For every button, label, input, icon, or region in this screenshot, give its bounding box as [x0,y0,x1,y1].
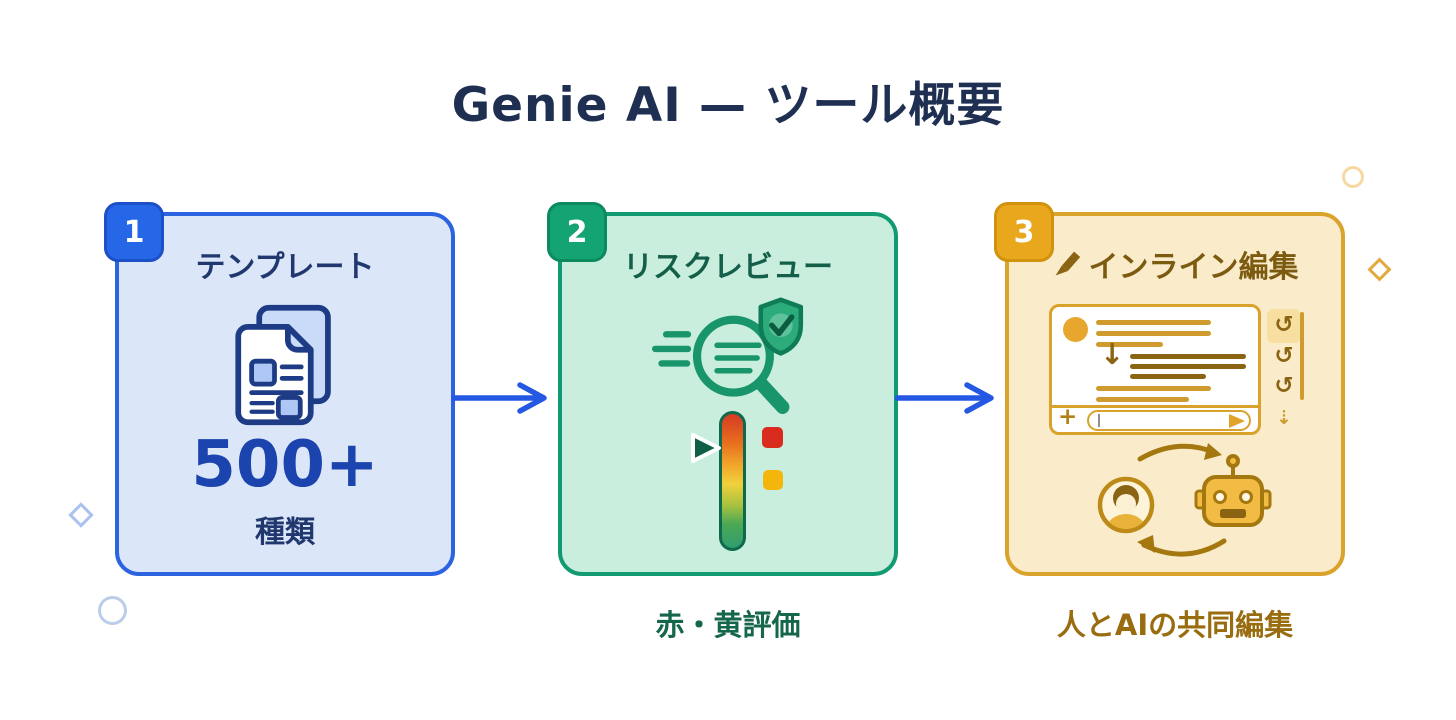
search-shield-icon [652,297,804,414]
risk-gradient-bar [719,411,746,551]
editor-divider [1051,405,1258,408]
add-button: + [1058,404,1078,430]
step-title-row: インライン編集 [1009,242,1341,286]
deco-circle-icon [98,596,127,625]
inserted-text-line [1130,364,1246,369]
deco-diamond-icon [68,502,94,528]
text-line [1096,397,1189,402]
send-icon [1229,414,1245,428]
editor-mockup: ↓ + ↺ ↺ ↺ ⇣ [1049,304,1311,454]
risk-red-square [762,427,783,448]
cycle-arrows-icon [1137,443,1227,557]
play-marker-icon [691,433,721,463]
page-title: Genie AI — ツール概要 [451,78,1005,133]
step-card-templates: 1 テンプレート 500+ 種類 [104,202,455,576]
history-icon: ↺ [1274,312,1294,338]
history-highlight [1267,309,1301,343]
step-caption-risk: 赤・黄評価 [655,608,801,642]
inserted-text-line [1130,354,1246,359]
step-title: テンプレート [195,250,375,285]
history-icon: ↺ [1274,343,1294,369]
stat-label: 種類 [255,515,315,551]
step-card-inline-edit: 3 インライン編集 ↓ + ↺ ↺ [994,202,1345,576]
deco-diamond-icon [1367,257,1392,282]
stacked-documents-icon [235,304,331,426]
deco-circle-icon [1342,166,1364,188]
text-caret [1098,414,1100,427]
stat-value: 500+ [191,428,379,502]
history-icon: ↺ [1274,373,1294,399]
author-dot-icon [1063,317,1088,342]
text-line [1096,386,1211,391]
step-title: リスクレビュー [623,250,833,285]
text-line [1096,320,1211,325]
robot-icon [1194,454,1272,527]
step-number-badge: 3 [994,202,1054,262]
inserted-text-line [1130,374,1206,379]
step-caption-collab: 人とAIの共同編集 [1056,608,1294,642]
insert-arrow-icon: ↓ [1100,337,1125,371]
human-ai-cycle-icon [1097,443,1272,557]
history-scrollbar [1300,312,1304,400]
step-title: インライン編集 [1088,250,1299,285]
text-line [1096,342,1163,347]
step-number-badge: 2 [547,202,607,262]
flow-arrow-2 [895,382,994,414]
pencil-icon [1055,251,1080,276]
step-card-risk-review: 2 リスクレビュー [547,202,898,576]
risk-yellow-square [763,470,783,490]
scroll-down-icon: ⇣ [1276,407,1292,429]
prompt-input [1087,410,1251,431]
step-number-badge: 1 [104,202,164,262]
text-line [1096,331,1211,336]
flow-arrow-1 [452,382,547,414]
